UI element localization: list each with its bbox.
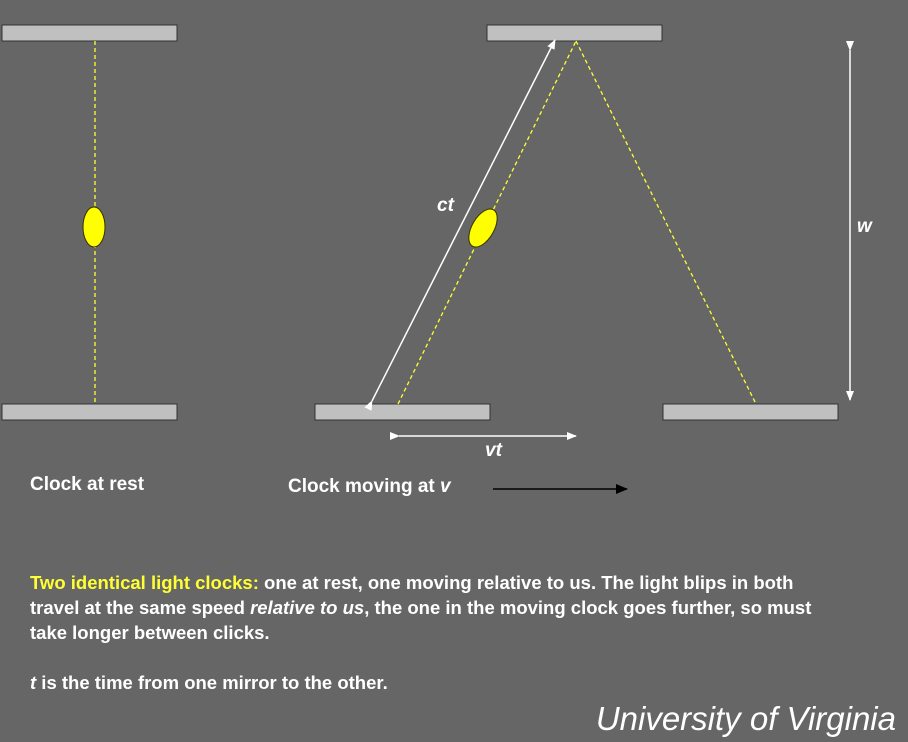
time-note-text: is the time from one mirror to the other… bbox=[36, 672, 388, 693]
rest-top-mirror bbox=[1, 24, 178, 42]
clock-moving-label: Clock moving at v bbox=[288, 476, 451, 498]
university-watermark: University of Virginia bbox=[595, 700, 896, 737]
clock-moving-prefix: Clock moving at bbox=[288, 476, 441, 497]
moving-clock bbox=[314, 24, 839, 421]
moving-top-mirror bbox=[486, 24, 663, 42]
velocity-symbol: v bbox=[440, 476, 451, 497]
w-label: w bbox=[857, 216, 872, 237]
rest-bottom-mirror bbox=[1, 403, 178, 421]
time-variable: t bbox=[30, 672, 37, 693]
vt-label: vt bbox=[485, 440, 502, 461]
moving-bottom-mirror-end bbox=[662, 403, 839, 421]
ct-label: ct bbox=[437, 195, 454, 216]
rest-photon bbox=[82, 206, 106, 248]
moving-photon bbox=[468, 208, 498, 248]
caption: Two identical light clocks: one at rest,… bbox=[30, 570, 830, 645]
ct-arrow bbox=[364, 39, 556, 411]
caption-part2: , the one in the moving clock goes furth… bbox=[30, 597, 812, 643]
time-note: t is the time from one mirror to the oth… bbox=[30, 672, 388, 694]
clock-at-rest-label: Clock at rest bbox=[30, 474, 145, 495]
caption-part1: one at rest, one moving relative to us. … bbox=[30, 572, 794, 618]
caption-italic: relative to us bbox=[250, 597, 365, 618]
moving-bottom-mirror-start bbox=[314, 403, 491, 421]
moving-light-path-down bbox=[575, 40, 757, 405]
rest-clock bbox=[1, 24, 178, 421]
caption-highlight: Two identical light clocks: bbox=[30, 572, 259, 593]
